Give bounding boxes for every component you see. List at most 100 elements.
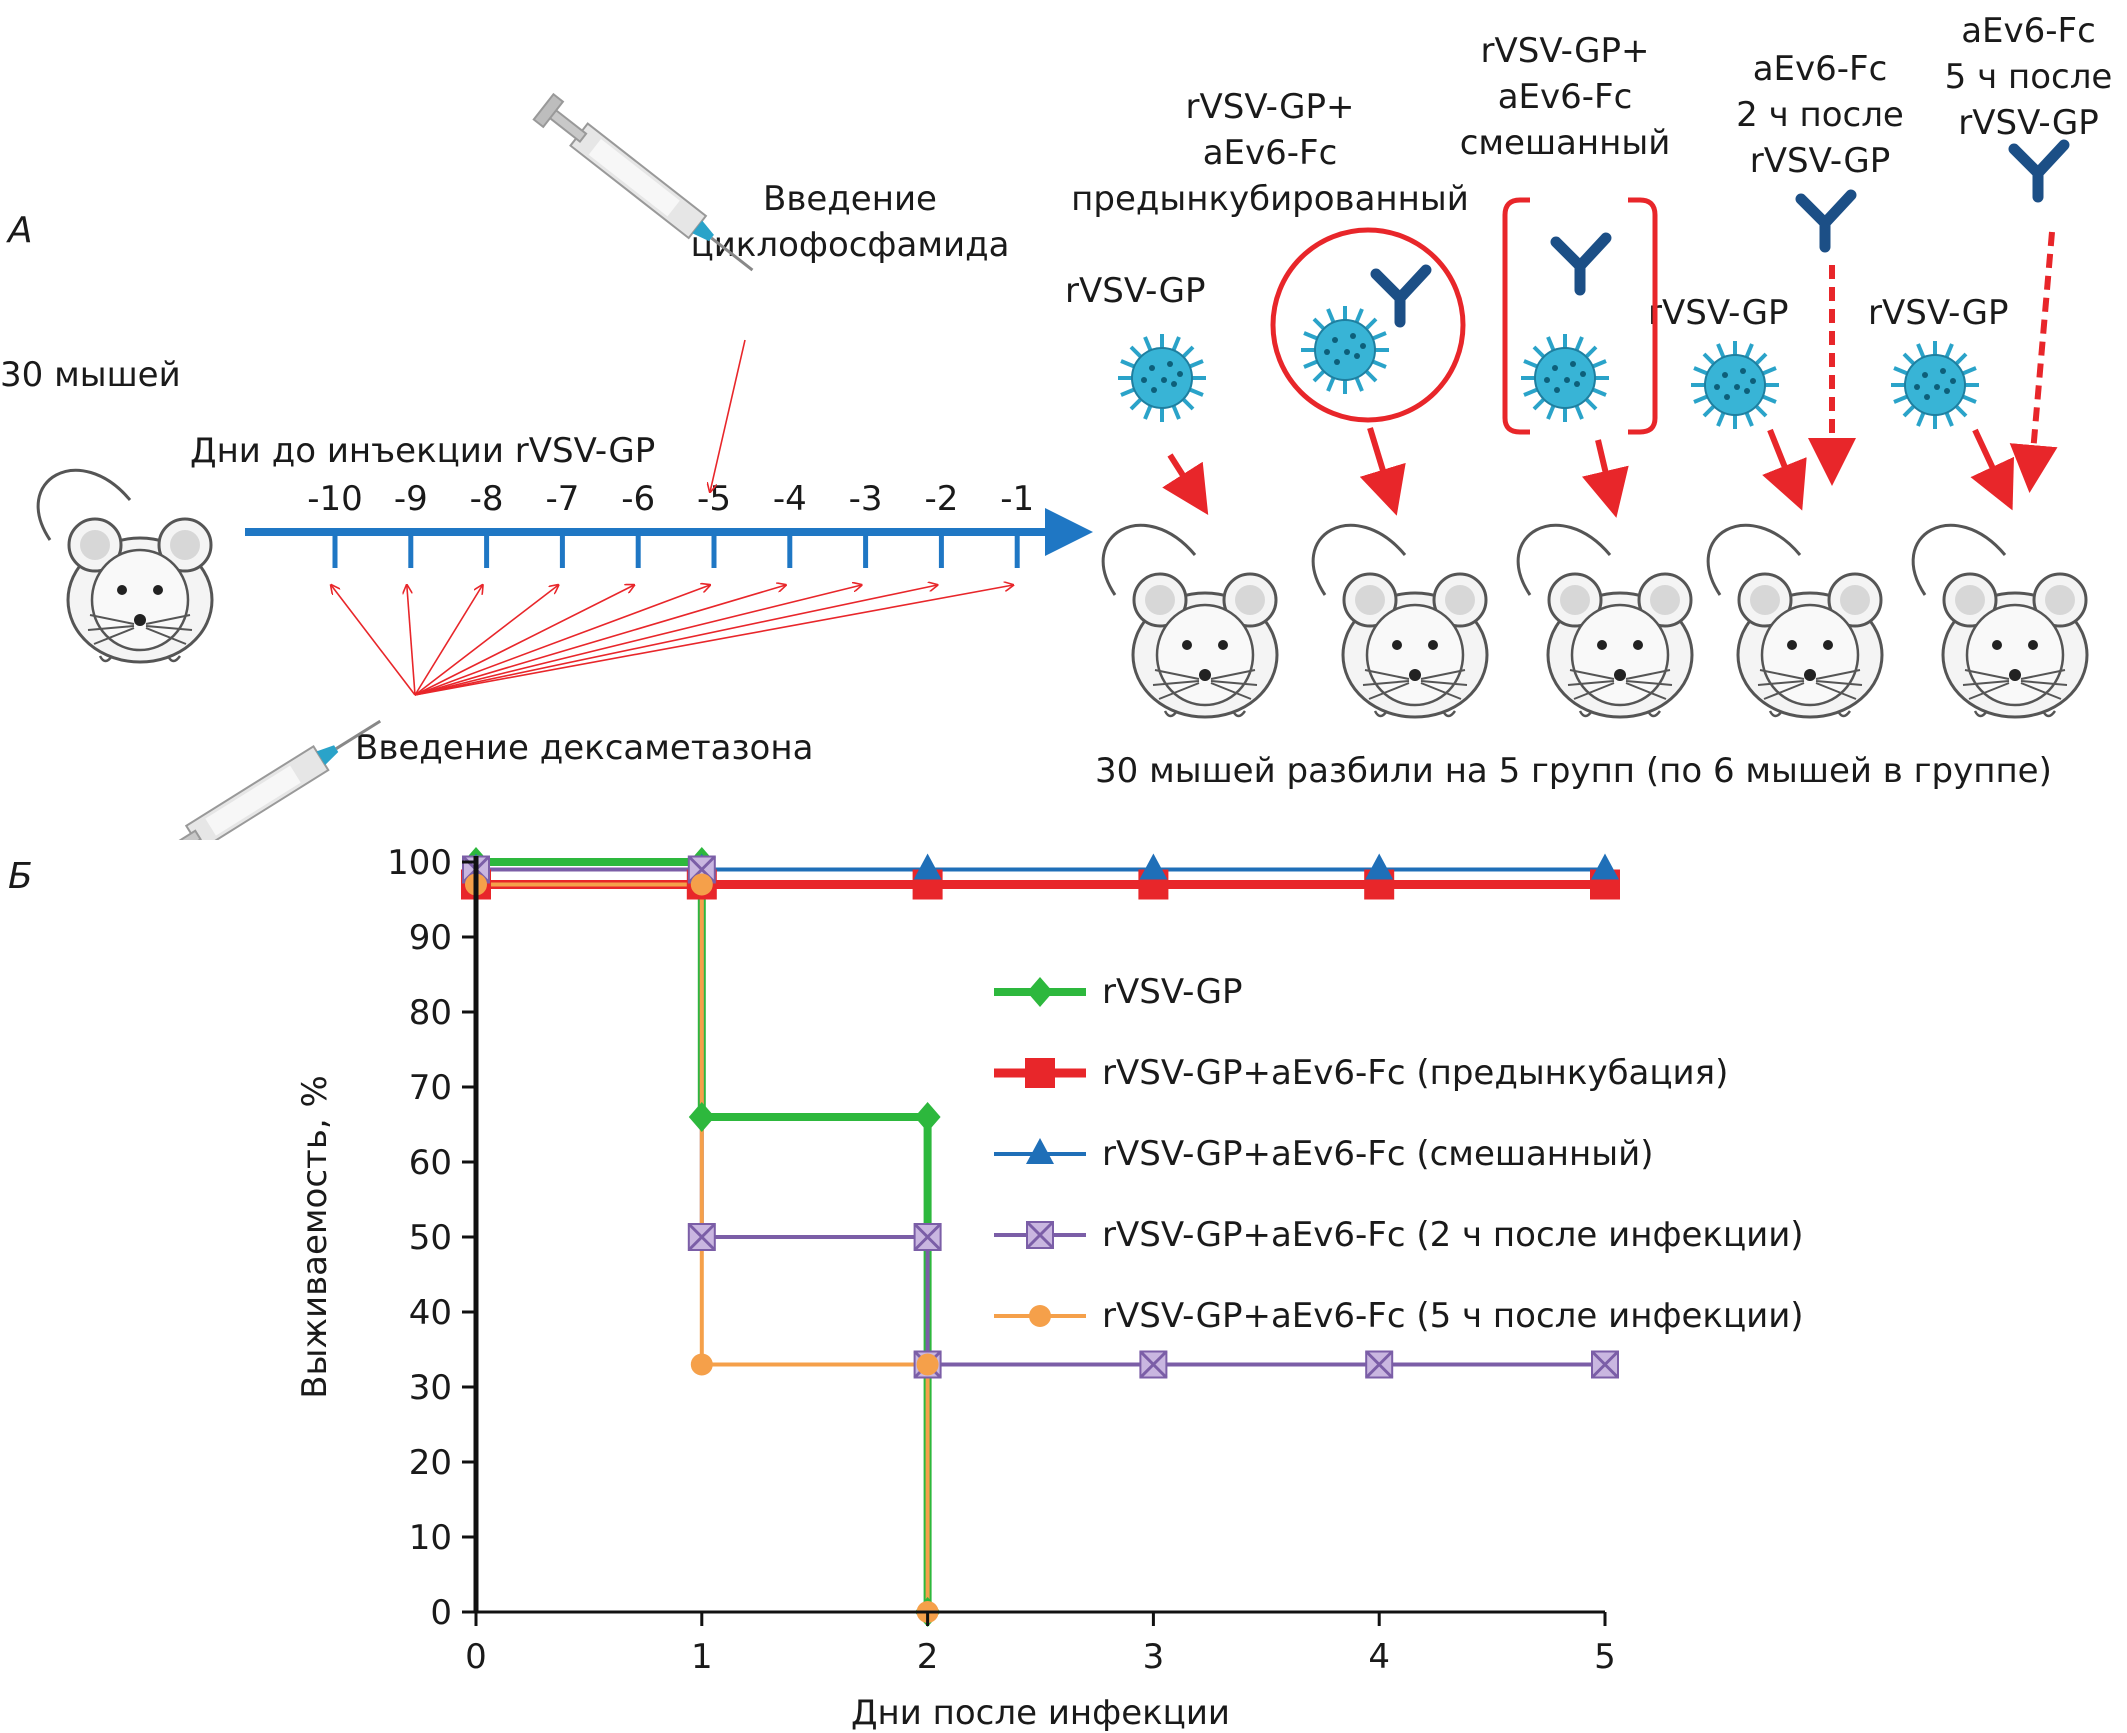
virus-icon: [1889, 339, 1981, 431]
y-tick-label: 10: [409, 1518, 452, 1558]
legend-label: rVSV-GP+aEv6-Fc (предынкубация): [1102, 1053, 1729, 1093]
dexamethasone-arrow: [414, 585, 1013, 696]
x-tick-label: 2: [917, 1637, 939, 1677]
timeline-title: Дни до инъекции rVSV-GP: [190, 431, 656, 471]
series-4-marker: [913, 1222, 942, 1252]
group-3-top-label: rVSV-GP+ aEv6-Fc смешанный: [1459, 31, 1671, 163]
syringe-top-icon: [532, 92, 764, 285]
legend-label: rVSV-GP+aEv6-Fc (5 ч после инфекции): [1102, 1296, 1804, 1336]
legend-item: rVSV-GP+aEv6-Fc (5 ч после инфекции): [990, 1291, 1804, 1341]
panel-a-schematic: А 30 мышей Введение циклофосфамида Дни д…: [0, 0, 2127, 840]
group-1-virus-label: rVSV-GP: [1065, 271, 1206, 311]
dexamethasone-arrow: [414, 585, 483, 696]
legend-marker: [1027, 977, 1053, 1007]
legend-label: rVSV-GP+aEv6-Fc (2 ч после инфекции): [1102, 1215, 1804, 1255]
syringe-bottom-icon: [145, 706, 391, 840]
dexamethasone-arrow: [414, 585, 862, 696]
y-tick-label: 80: [409, 993, 452, 1033]
series-3-marker: [1591, 853, 1619, 880]
dexamethasone-arrow: [414, 585, 937, 696]
series-1-marker: [688, 1102, 715, 1132]
y-tick-label: 20: [409, 1443, 452, 1483]
group-4-virus-arrow: [1762, 428, 1807, 511]
mixed-bracket-left: [1502, 197, 1530, 435]
legend-label: rVSV-GP+aEv6-Fc (смешанный): [1102, 1134, 1654, 1174]
timeline-day-label: -4: [773, 479, 807, 519]
dexamethasone-label: Введение дексаметазона: [355, 728, 814, 768]
antibody-icon: [2014, 145, 2064, 197]
legend-swatch: [994, 1305, 1086, 1327]
x-tick-label: 4: [1368, 1637, 1390, 1677]
y-tick-label: 30: [409, 1368, 452, 1408]
group-4-top-label: aEv6-Fc 2 ч после rVSV-GP: [1736, 49, 1904, 181]
legend-marker: [1029, 1305, 1051, 1327]
virus-icon: [1519, 332, 1611, 424]
group-split-caption: 30 мышей разбили на 5 групп (по 6 мышей …: [1095, 751, 2052, 791]
dexamethasone-arrow: [407, 585, 416, 696]
y-tick-label: 40: [409, 1293, 452, 1333]
series-3-marker: [913, 853, 942, 880]
mixed-bracket-right: [1628, 197, 1658, 435]
cyclophosphamide-label: Введение циклофосфамида: [690, 179, 1010, 265]
timeline-day-label: -2: [924, 479, 958, 519]
group-5-antibody-arrow: [2009, 231, 2058, 493]
antibody-icon: [1801, 195, 1851, 247]
y-tick-label: 100: [387, 843, 452, 883]
x-tick-label: 5: [1594, 1637, 1616, 1677]
preincubation-circle: [1270, 227, 1466, 423]
y-tick-label: 60: [409, 1143, 452, 1183]
timeline-day-label: -8: [470, 479, 504, 519]
panel-b-letter: Б: [8, 856, 33, 897]
x-tick-label: 3: [1143, 1637, 1165, 1677]
mouse-group-5-icon: [1911, 523, 2089, 719]
x-axis-label: Дни после инфекции: [851, 1693, 1230, 1733]
group-5-virus-label: rVSV-GP: [1868, 293, 2009, 333]
panel-a-letter: А: [8, 210, 33, 251]
mouse-group-2-icon: [1311, 523, 1489, 719]
legend-swatch: [994, 1220, 1086, 1250]
mouse-group-1-icon: [1101, 523, 1279, 719]
timeline-day-label: -3: [849, 479, 883, 519]
legend-swatch: [994, 1138, 1086, 1164]
cyclophosphamide-arrow: [710, 339, 746, 492]
series-5-marker: [690, 873, 713, 896]
legend-marker: [1025, 1220, 1055, 1250]
antibody-icon: [1376, 270, 1426, 322]
timeline-day-label: -9: [394, 479, 428, 519]
timeline-day-label: -1: [1000, 479, 1034, 519]
y-tick-label: 50: [409, 1218, 452, 1258]
dexamethasone-arrow: [414, 585, 634, 696]
x-tick-label: 0: [465, 1637, 487, 1677]
dexamethasone-arrow: [414, 585, 558, 696]
x-tick-label: 1: [691, 1637, 713, 1677]
y-tick-label: 70: [409, 1068, 452, 1108]
group-5-top-label: aEv6-Fc 5 ч после rVSV-GP: [1944, 11, 2113, 143]
series-4-marker: [1139, 1350, 1168, 1379]
group-2-arrow: [1359, 427, 1406, 516]
series-3-marker: [1139, 853, 1168, 880]
mouse-group-3-icon: [1516, 523, 1694, 719]
series-1-marker: [914, 1102, 941, 1132]
group-2-top-label: rVSV-GP+ aEv6-Fc предынкубированный: [1071, 87, 1469, 219]
timeline-day-label: -7: [545, 479, 579, 519]
mice-count-label: 30 мышей: [0, 355, 181, 395]
virus-icon: [1299, 304, 1391, 396]
timeline-day-label: -10: [307, 479, 363, 519]
y-tick-label: 90: [409, 918, 452, 958]
mouse-icon: [36, 468, 214, 664]
legend-item: rVSV-GP+aEv6-Fc (смешанный): [990, 1129, 1653, 1179]
series-3-marker: [1365, 853, 1394, 880]
series-4-marker: [1365, 1350, 1394, 1379]
series-5-marker: [916, 1353, 939, 1376]
legend-item: rVSV-GP+aEv6-Fc (2 ч после инфекции): [990, 1210, 1804, 1260]
legend-item: rVSV-GP: [990, 967, 1242, 1017]
series-4-marker: [1590, 1350, 1620, 1379]
legend-item: rVSV-GP+aEv6-Fc (предынкубация): [990, 1048, 1728, 1098]
timeline-day-label: -5: [697, 479, 731, 519]
dexamethasone-arrow: [414, 585, 710, 696]
series-5-marker: [690, 1353, 713, 1376]
legend-swatch: [994, 977, 1086, 1007]
group-3-arrow: [1581, 439, 1629, 518]
